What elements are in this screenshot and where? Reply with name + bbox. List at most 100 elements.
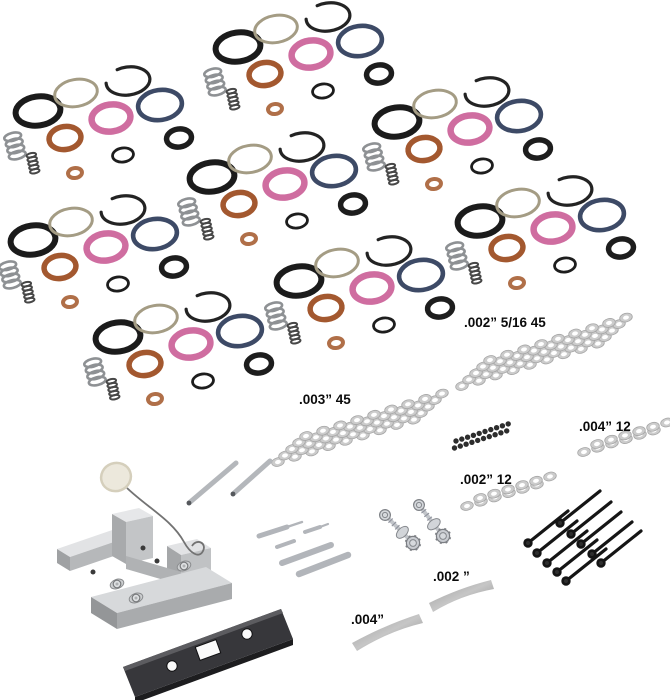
large-black-oring <box>454 203 506 239</box>
copper-washer <box>66 165 84 181</box>
size-label: .004” <box>351 612 384 627</box>
shim-washer-hole <box>384 421 390 426</box>
shim-washer-hole <box>411 417 417 422</box>
shim-washer-hole <box>289 446 295 452</box>
size-label: .002 ” <box>433 569 470 584</box>
washer-grid-002-516-45 <box>455 312 633 391</box>
coil-spring <box>445 241 469 271</box>
shim-washer-hole <box>491 491 497 496</box>
small-black-oring <box>337 192 369 216</box>
shim-washer-hole <box>500 366 506 371</box>
cap-screw-shaft <box>535 519 579 555</box>
thin-black-oring <box>106 275 130 293</box>
coil-spring <box>0 260 22 290</box>
cap-screw-socket <box>599 561 603 565</box>
shim-washer-hole <box>541 349 547 354</box>
shim-washer-hole <box>343 438 349 443</box>
large-black-oring <box>212 29 264 65</box>
fixture-face <box>112 514 126 564</box>
shim-washer-hole <box>582 332 588 337</box>
beige-oring <box>133 303 179 335</box>
black-snap-ring <box>184 291 232 323</box>
shim-washer-hole <box>377 428 383 433</box>
ball-bearing <box>464 434 471 440</box>
nut-center <box>439 532 447 540</box>
shim-washer-hole <box>357 425 363 430</box>
large-black-oring <box>186 159 238 195</box>
pink-oring <box>88 101 134 135</box>
shim-washer-hole <box>282 453 288 458</box>
shim-washer-hole <box>432 398 438 403</box>
thin-black-oring <box>111 146 135 164</box>
shim-washer-hole <box>391 415 397 420</box>
coil-spring <box>264 301 288 331</box>
brush-wire-handle <box>126 487 205 556</box>
shim-washer-hole <box>371 412 377 417</box>
black-snap-ring <box>546 175 594 207</box>
cap-screw-socket <box>569 532 573 536</box>
cap-screw-socket <box>535 551 539 555</box>
cap-screws-group <box>523 489 643 586</box>
oring-cluster <box>0 194 190 310</box>
cap-screw-socket <box>555 570 559 574</box>
shim-washer-hole <box>519 483 525 488</box>
shim-washer-hole <box>531 348 537 353</box>
plunger-spring <box>225 87 241 111</box>
flat-washer <box>395 525 409 539</box>
copper-oring <box>41 252 79 282</box>
coil-spring <box>177 197 201 227</box>
beige-oring <box>495 187 541 219</box>
bar-top-highlight <box>123 609 283 671</box>
ball-bearing <box>459 436 465 442</box>
shim-washer-hole <box>616 322 622 327</box>
copper-washer <box>327 335 345 351</box>
shim-washer-hole <box>510 368 516 373</box>
shim-washer-hole <box>609 328 615 333</box>
fixture-bolt-center <box>182 564 186 568</box>
large-black-oring <box>273 263 325 299</box>
size-label: .004” 12 <box>579 419 631 434</box>
shim-washer-hole <box>326 444 332 449</box>
shim-strip-004 <box>352 614 423 651</box>
bolt-thread <box>388 518 394 524</box>
plunger-spring <box>286 321 302 345</box>
shim-washer-hole <box>320 428 326 433</box>
shim-washer-hole <box>534 356 540 361</box>
shim-washer-hole <box>394 422 400 427</box>
shim-washer-hole <box>650 424 656 429</box>
cap-screw-socket <box>526 541 530 545</box>
small-black-oring <box>163 126 195 150</box>
large-black-oring <box>7 222 59 258</box>
large-black-oring <box>92 319 144 355</box>
shim-washer-hole <box>547 474 553 479</box>
ball-bearing <box>493 425 500 431</box>
shim-washer-hole <box>581 449 587 455</box>
bolt-hex-head <box>413 499 426 512</box>
fixture-set-screw <box>140 545 146 551</box>
copper-washer <box>146 391 164 407</box>
shim-washer-hole <box>480 364 486 369</box>
shim-washer-hole <box>296 440 302 445</box>
copper-oring <box>46 123 84 153</box>
ball-bearing <box>475 437 481 444</box>
coil-spring <box>362 142 386 172</box>
pink-oring <box>447 112 493 146</box>
shim-washer-hole <box>589 326 595 331</box>
oring-cluster <box>362 76 554 192</box>
driver-bit <box>318 522 330 529</box>
shim-washer-hole <box>477 495 483 501</box>
black-snap-ring <box>99 194 147 226</box>
coil-spring <box>83 357 107 387</box>
fixture-set-screw <box>154 558 160 564</box>
shim-washer-hole <box>622 433 628 438</box>
bolt-thread <box>394 524 400 530</box>
shim-washer-hole <box>360 433 366 438</box>
plunger-spring <box>20 280 36 304</box>
beige-oring <box>53 77 99 109</box>
cap-screw-socket <box>590 552 594 556</box>
small-black-oring <box>424 296 456 320</box>
driver-bit <box>303 525 322 534</box>
shim-washer-hole <box>483 372 489 377</box>
shim-washer-hole <box>476 378 482 383</box>
washer-grid-003-45 <box>271 388 449 467</box>
